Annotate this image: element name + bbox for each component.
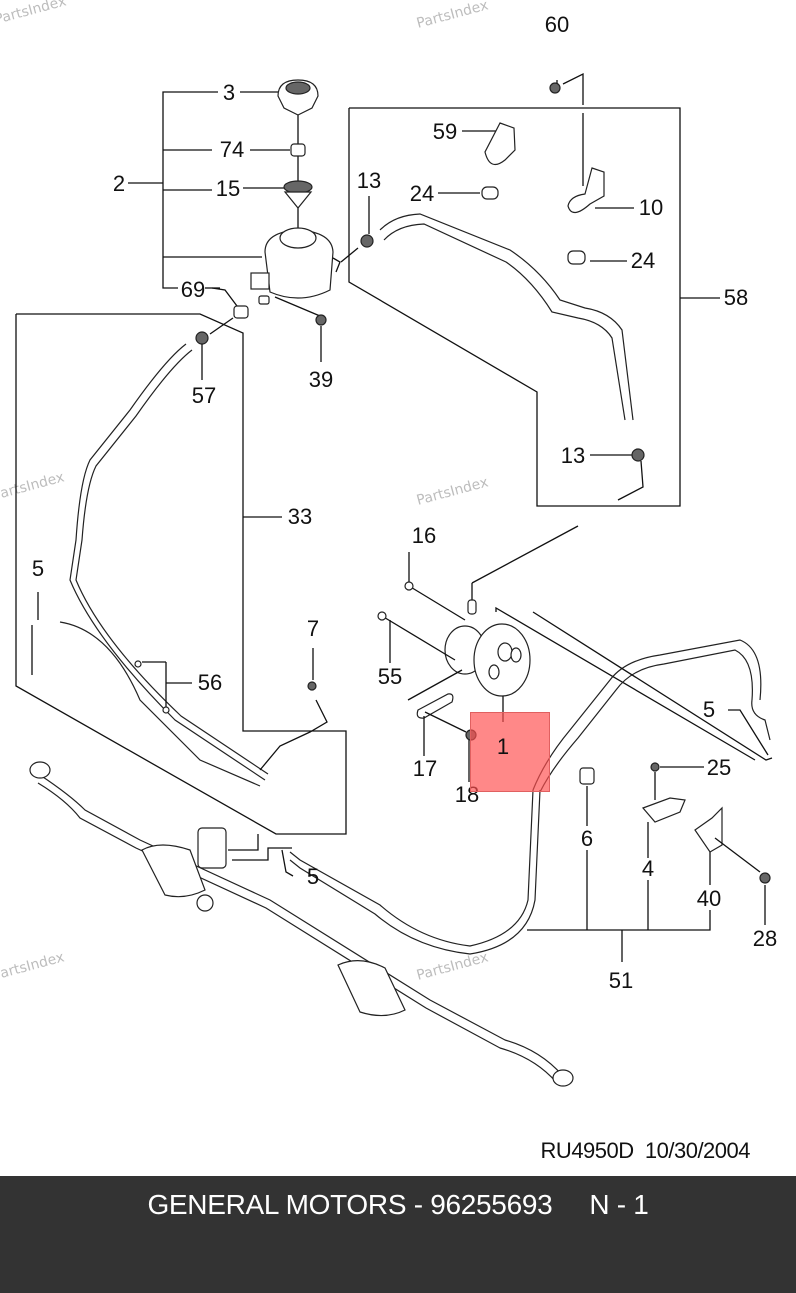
watermark: PartsIndex bbox=[415, 0, 490, 32]
callout-10[interactable]: 10 bbox=[639, 195, 663, 220]
drawing-code: RU4950D bbox=[540, 1138, 635, 1163]
footer-title: GENERAL MOTORS - 96255693 N - 1 bbox=[0, 1189, 796, 1221]
supply-hose-58 bbox=[379, 213, 634, 421]
filter-part bbox=[283, 180, 313, 209]
clamp-13-part bbox=[631, 448, 645, 462]
callout-7[interactable]: 7 bbox=[307, 616, 319, 641]
bolt-25-part bbox=[650, 762, 660, 772]
callout-5[interactable]: 5 bbox=[32, 556, 44, 581]
highlighted-part-marker[interactable] bbox=[470, 712, 550, 792]
callout-55[interactable]: 55 bbox=[378, 664, 402, 689]
footer-part-number: 96255693 bbox=[430, 1189, 553, 1220]
callout-3[interactable]: 3 bbox=[223, 80, 235, 105]
watermark: PartsIndex bbox=[0, 469, 66, 503]
footer-position: N - 1 bbox=[589, 1189, 649, 1220]
callout-33[interactable]: 33 bbox=[288, 504, 312, 529]
callout-25[interactable]: 25 bbox=[707, 755, 731, 780]
bracket-59-part bbox=[484, 122, 516, 166]
hose-assembly-33-outline bbox=[15, 313, 347, 835]
callout-13[interactable]: 13 bbox=[561, 443, 585, 468]
bolt-16-part bbox=[404, 581, 414, 591]
bolt-60-part bbox=[549, 82, 561, 94]
callout-60[interactable]: 60 bbox=[545, 12, 569, 37]
footer-brand: GENERAL MOTORS bbox=[147, 1189, 407, 1220]
pressure-hose-51 bbox=[289, 639, 771, 955]
watermark: PartsIndex bbox=[0, 949, 66, 983]
callout-74[interactable]: 74 bbox=[220, 137, 244, 162]
drawing-reference: RU4950D 10/30/2004 bbox=[540, 1138, 751, 1164]
footer-bar: GENERAL MOTORS - 96255693 N - 1 bbox=[0, 1176, 796, 1293]
callout-28[interactable]: 28 bbox=[753, 926, 777, 951]
callout-5[interactable]: 5 bbox=[307, 864, 319, 889]
watermark: PartsIndex bbox=[415, 949, 490, 983]
callout-69[interactable]: 69 bbox=[181, 277, 205, 302]
washer-part bbox=[290, 143, 306, 157]
drawing-date: 10/30/2004 bbox=[644, 1138, 751, 1163]
reservoir-cap-part bbox=[277, 79, 319, 116]
footer-separator: - bbox=[413, 1189, 423, 1220]
callout-16[interactable]: 16 bbox=[412, 523, 436, 548]
highlight-label-layer: 1 bbox=[497, 734, 509, 759]
callout-56[interactable]: 56 bbox=[198, 670, 222, 695]
bracket-4-part bbox=[641, 797, 686, 823]
callout-51[interactable]: 51 bbox=[609, 968, 633, 993]
bolt-7-part bbox=[307, 681, 317, 691]
watermark: PartsIndex bbox=[0, 0, 68, 28]
callout-59[interactable]: 59 bbox=[433, 119, 457, 144]
steering-rack-part bbox=[29, 761, 574, 1087]
hose-assembly-58-outline bbox=[348, 107, 681, 507]
callout-24[interactable]: 24 bbox=[631, 248, 655, 273]
reservoir-tank-part bbox=[250, 227, 341, 299]
callout-58[interactable]: 58 bbox=[724, 285, 748, 310]
callout-24[interactable]: 24 bbox=[410, 181, 434, 206]
callout-39[interactable]: 39 bbox=[309, 367, 333, 392]
diagram-canvas: PartsIndex PartsIndex PartsIndex PartsIn… bbox=[0, 0, 777, 1087]
callout-17[interactable]: 17 bbox=[413, 756, 437, 781]
bolt-28-part bbox=[759, 872, 771, 884]
callout-6[interactable]: 6 bbox=[581, 826, 593, 851]
callout-57[interactable]: 57 bbox=[192, 383, 216, 408]
power-steering-pump-part bbox=[444, 623, 531, 697]
watermark: PartsIndex bbox=[415, 474, 490, 508]
callout-40[interactable]: 40 bbox=[697, 886, 721, 911]
bracket-40-part bbox=[694, 806, 723, 853]
bracket-10-part bbox=[567, 167, 605, 214]
reservoir-group-bracket bbox=[128, 91, 299, 289]
callout-13[interactable]: 13 bbox=[357, 168, 381, 193]
callout-5[interactable]: 5 bbox=[703, 697, 715, 722]
callout-4[interactable]: 4 bbox=[642, 856, 654, 881]
sleeve-24-part bbox=[567, 250, 586, 265]
clamp-57-part bbox=[195, 331, 209, 345]
callout-2[interactable]: 2 bbox=[113, 171, 125, 196]
bracket-17-part bbox=[416, 693, 454, 719]
callout-15[interactable]: 15 bbox=[216, 176, 240, 201]
sleeve-24-part bbox=[481, 186, 499, 200]
clamp-13-part bbox=[360, 234, 374, 248]
clip-6-part bbox=[579, 767, 595, 785]
bolt-55-part bbox=[377, 611, 387, 621]
parts-diagram: PartsIndex PartsIndex PartsIndex PartsIn… bbox=[0, 0, 777, 1087]
nut-part bbox=[315, 314, 327, 326]
hose-clamp-part bbox=[233, 305, 249, 319]
return-hose-33 bbox=[59, 343, 269, 787]
callout-1[interactable]: 1 bbox=[497, 734, 509, 759]
